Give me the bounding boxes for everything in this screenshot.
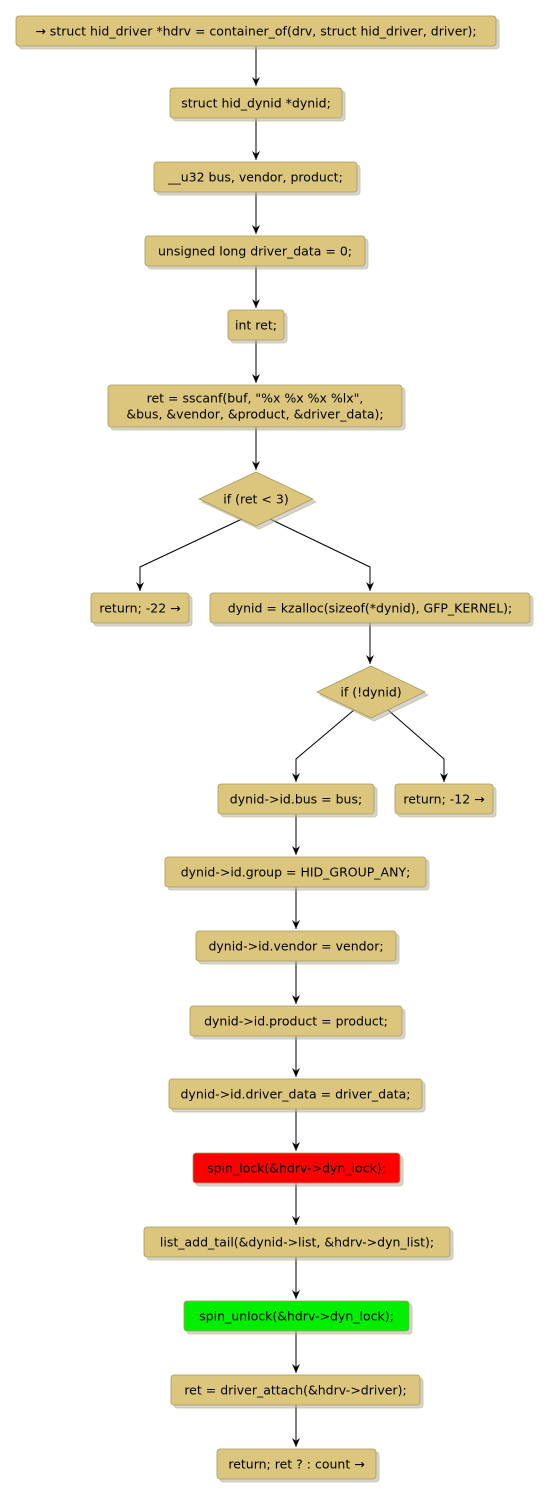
node-label: dynid->id.group = HID_GROUP_ANY; bbox=[181, 865, 411, 880]
statement-node: spin_unlock(&hdrv->dyn_lock); bbox=[183, 1300, 413, 1335]
node-box bbox=[15, 15, 497, 47]
decision-node: if (!dynid) bbox=[316, 665, 429, 722]
node-box bbox=[143, 1226, 451, 1258]
node-box bbox=[192, 1152, 401, 1184]
flow-arrow bbox=[292, 709, 355, 782]
node-box bbox=[195, 930, 397, 962]
node-box bbox=[183, 1300, 410, 1332]
node-box bbox=[394, 783, 494, 815]
node-label: struct hid_dynid *dynid; bbox=[181, 96, 331, 111]
node-box bbox=[168, 1078, 423, 1110]
node-box bbox=[107, 384, 403, 428]
node-box bbox=[216, 1448, 377, 1480]
statement-node: int ret; bbox=[227, 309, 288, 344]
statement-node: dynid->id.vendor = vendor; bbox=[195, 930, 400, 965]
statement-node: dynid->id.driver_data = driver_data; bbox=[168, 1078, 426, 1113]
statement-node: dynid->id.bus = bus; bbox=[217, 783, 378, 818]
node-label: __u32 bus, vendor, product; bbox=[167, 170, 343, 185]
statement-node: → struct hid_driver *hdrv = container_of… bbox=[15, 15, 500, 50]
node-label: dynid = kzalloc(sizeof(*dynid), GFP_KERN… bbox=[228, 601, 513, 616]
node-box bbox=[189, 1005, 403, 1037]
node-label: unsigned long driver_data = 0; bbox=[158, 244, 352, 259]
node-box bbox=[90, 592, 190, 624]
node-box bbox=[164, 856, 427, 888]
decision-diamond bbox=[198, 471, 314, 527]
statement-node: spin_lock(&hdrv->dyn_lock); bbox=[192, 1152, 404, 1187]
node-box bbox=[209, 592, 531, 624]
node-box bbox=[170, 1374, 421, 1406]
node-label: return; -12 → bbox=[403, 792, 484, 807]
node-label: → struct hid_driver *hdrv = container_of… bbox=[35, 24, 476, 39]
node-label: ret = sscanf(buf, "%x %x %x %lx", bbox=[147, 391, 364, 406]
node-label: list_add_tail(&dynid->list, &hdrv->dyn_l… bbox=[160, 1235, 434, 1250]
statement-node: list_add_tail(&dynid->list, &hdrv->dyn_l… bbox=[143, 1226, 454, 1261]
statement-node: unsigned long driver_data = 0; bbox=[144, 235, 369, 270]
flow-arrow bbox=[269, 518, 374, 591]
flow-arrow bbox=[136, 518, 243, 591]
node-label: dynid->id.product = product; bbox=[204, 1014, 388, 1029]
statement-node: return; ret ? : count → bbox=[216, 1448, 380, 1483]
node-label: if (ret < 3) bbox=[223, 492, 288, 507]
flowchart-nodes: → struct hid_driver *hdrv = container_of… bbox=[15, 15, 534, 1483]
statement-node: dynid->id.group = HID_GROUP_ANY; bbox=[164, 856, 430, 891]
node-label: return; ret ? : count → bbox=[228, 1457, 364, 1472]
node-label: dynid->id.driver_data = driver_data; bbox=[180, 1087, 410, 1102]
node-label: ret = driver_attach(&hdrv->driver); bbox=[184, 1383, 406, 1398]
statement-node: dynid->id.product = product; bbox=[189, 1005, 406, 1040]
flowchart-edges bbox=[136, 46, 448, 1447]
node-label: spin_unlock(&hdrv->dyn_lock); bbox=[199, 1309, 394, 1324]
statement-node: __u32 bus, vendor, product; bbox=[153, 161, 361, 196]
node-label: if (!dynid) bbox=[340, 685, 401, 700]
node-label: spin_lock(&hdrv->dyn_lock); bbox=[207, 1161, 386, 1176]
node-label: int ret; bbox=[235, 318, 277, 333]
node-label: dynid->id.vendor = vendor; bbox=[208, 939, 383, 954]
node-box bbox=[169, 87, 343, 119]
decision-diamond bbox=[316, 665, 426, 719]
node-box bbox=[144, 235, 366, 267]
flow-arrow bbox=[387, 709, 448, 782]
statement-node: dynid = kzalloc(sizeof(*dynid), GFP_KERN… bbox=[209, 592, 534, 627]
node-label: return; -22 → bbox=[99, 601, 180, 616]
statement-node: ret = driver_attach(&hdrv->driver); bbox=[170, 1374, 424, 1409]
node-box bbox=[217, 783, 375, 815]
node-label: dynid->id.bus = bus; bbox=[230, 792, 362, 807]
statement-node: return; -12 → bbox=[394, 783, 497, 818]
decision-node: if (ret < 3) bbox=[198, 471, 317, 530]
node-label: &bus, &vendor, &product, &driver_data); bbox=[126, 407, 383, 422]
node-box bbox=[227, 309, 285, 341]
statement-node: struct hid_dynid *dynid; bbox=[169, 87, 346, 122]
node-box bbox=[153, 161, 358, 193]
statement-node: ret = sscanf(buf, "%x %x %x %lx",&bus, &… bbox=[107, 384, 406, 431]
statement-node: return; -22 → bbox=[90, 592, 193, 627]
